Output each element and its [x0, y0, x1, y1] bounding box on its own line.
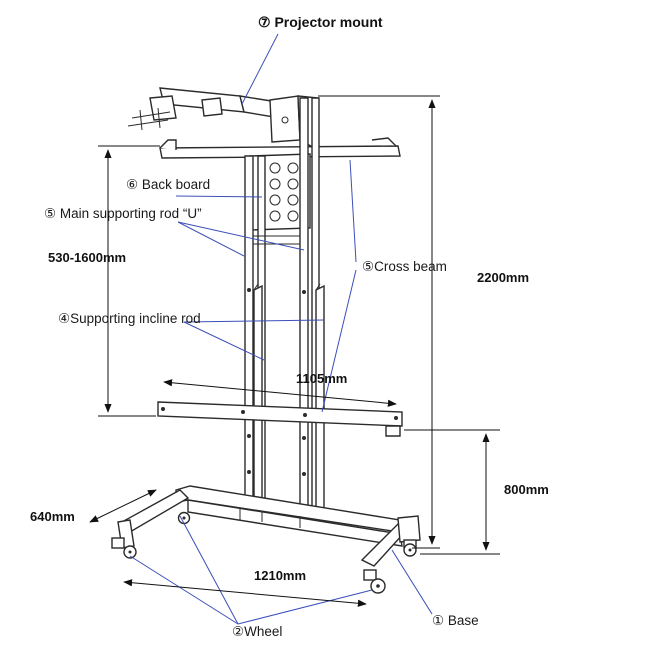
label-main-supporting-rod: ⑤ Main supporting rod “U”	[44, 206, 202, 221]
stand-structure	[111, 87, 421, 594]
dim-800: 800mm	[504, 482, 549, 497]
label-supporting-incline-rod: ④Supporting incline rod	[58, 311, 201, 326]
label-back-board: ⑥ Back board	[126, 177, 210, 192]
dim-530-1600: 530-1600mm	[48, 250, 126, 265]
component-labels: ⑦ Projector mount ⑥ Back board ⑤ Main su…	[44, 14, 479, 639]
label-projector-mount: ⑦ Projector mount	[258, 14, 383, 30]
base-frame	[117, 485, 421, 567]
wheel-back-right	[403, 539, 417, 557]
label-base: ① Base	[432, 613, 479, 628]
dim-1210: 1210mm	[254, 568, 306, 583]
wheel-front-left	[111, 537, 137, 559]
wheel-back-left	[177, 511, 191, 525]
rod-bolts	[247, 288, 306, 476]
label-wheel: ②Wheel	[232, 624, 282, 639]
dimension-lines	[89, 95, 500, 607]
dim-1105: 1105mm	[296, 371, 347, 386]
dim-640: 640mm	[30, 509, 75, 524]
lower-cross-beam	[157, 401, 403, 437]
projector-mount	[127, 87, 319, 152]
dim-2200: 2200mm	[477, 270, 529, 285]
top-cross-bar	[159, 137, 401, 159]
label-cross-beam: ⑤Cross beam	[362, 259, 447, 274]
wheel-front-right	[363, 569, 386, 594]
wheels	[111, 511, 417, 594]
dimension-labels: 2200mm 530-1600mm 1105mm 800mm 640mm 121…	[30, 250, 549, 583]
